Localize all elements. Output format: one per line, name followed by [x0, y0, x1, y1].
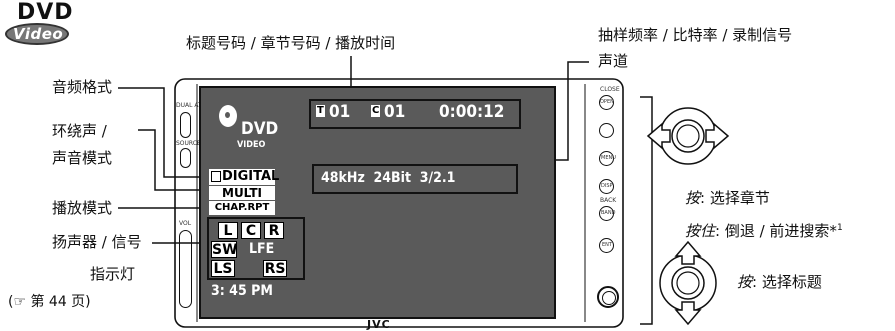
speaker-c: C — [241, 222, 261, 239]
menu-label: MENU — [601, 155, 616, 161]
logo-dvd-text: DVD — [17, 0, 74, 25]
label-play-mode: 播放模式 — [52, 199, 113, 217]
band-button[interactable] — [599, 206, 614, 221]
control-dial[interactable] — [597, 286, 619, 308]
clock: 3: 45 PM — [211, 283, 273, 299]
label-sampling: 抽样频率 / 比特率 / 录制信号 — [598, 26, 793, 44]
title-number: 01 — [329, 102, 351, 122]
volume-knob[interactable] — [179, 230, 192, 308]
leader-sampling — [551, 61, 589, 161]
chapter-tag: C — [371, 105, 381, 117]
logo-disc-oval — [5, 23, 69, 45]
title-tag: T — [316, 105, 325, 117]
dvd-video-logo: DVD Video — [5, 2, 73, 47]
hold-label: 按住 — [685, 222, 716, 240]
play-time: 0:00:12 — [439, 102, 505, 122]
close-label: CLOSE — [600, 86, 620, 93]
left-control-strip: DUAL ATT SOURCE VOL — [176, 102, 205, 322]
press-label-2: 按 — [737, 273, 753, 291]
press-chapter-text: : 选择章节 — [700, 189, 770, 207]
speaker-r: R — [264, 222, 284, 239]
footnote-marker: 1 — [836, 223, 843, 233]
disc-subtype: VIDEO — [237, 140, 266, 150]
dual-att-label: DUAL ATT — [176, 102, 206, 109]
chapter-number: 01 — [384, 102, 406, 122]
vol-label: VOL — [179, 220, 192, 227]
audio-format-text: DIGITAL — [222, 169, 280, 184]
leader-surround — [138, 129, 210, 191]
display-screen: DVD VIDEO T 01 C 01 0:00:12 DIGITAL MULT… — [199, 86, 556, 319]
speaker-lfe: LFE — [249, 241, 275, 257]
menu-button[interactable] — [599, 151, 614, 166]
right-bracket — [640, 96, 653, 325]
logo-video-text: Video — [13, 25, 64, 43]
att-button[interactable] — [180, 112, 191, 138]
dolby-digital-indicator: DIGITAL — [209, 169, 279, 185]
speaker-l: L — [218, 222, 238, 239]
label-surround: 环绕声 / — [52, 122, 107, 140]
speaker-ls: LS — [211, 260, 235, 277]
label-channels: 声道 — [598, 52, 629, 70]
label-speaker-signal: 扬声器 / 信号 — [52, 233, 142, 251]
disp-label: DISP — [601, 183, 613, 189]
dolby-icon — [211, 171, 221, 182]
surround-mode: MULTI — [209, 186, 275, 200]
source-button[interactable] — [180, 148, 191, 168]
speaker-sw: SW — [211, 241, 238, 258]
ent-label: ENT — [602, 242, 612, 248]
speaker-indicator-box — [207, 217, 305, 280]
disc-hole — [225, 112, 230, 118]
press-title-text: : 选择标题 — [752, 273, 822, 291]
press-label-1: 按 — [685, 189, 701, 207]
brand-logo: JVC — [367, 318, 391, 331]
speaker-rs: RS — [263, 260, 287, 277]
page-reference: (☞ 第 44 页) — [8, 294, 91, 310]
eject-button[interactable] — [599, 123, 614, 138]
label-indicator: 指示灯 — [90, 265, 136, 283]
band-label: BAND — [601, 210, 616, 216]
open-button[interactable] — [599, 95, 614, 110]
right-control-strip: CLOSE OPEN MENU DISP BACK BAND ENT — [592, 86, 622, 326]
ent-button[interactable] — [599, 238, 614, 253]
open-label: OPEN — [600, 99, 614, 105]
instruction-select-chapter: 按: 选择章节 — [685, 189, 770, 208]
label-audio-format: 音频格式 — [52, 78, 113, 96]
joystick-left-right-icon — [646, 107, 730, 165]
label-sound-mode: 声音模式 — [52, 149, 113, 167]
play-mode-value: CHAP.RPT — [209, 201, 275, 215]
instruction-select-title: 按: 选择标题 — [737, 273, 822, 292]
source-label: SOURCE — [176, 140, 201, 147]
instruction-search: 按住: 倒退 / 前进搜索*1 — [685, 219, 843, 241]
disc-type: DVD — [241, 119, 279, 139]
unit-frame — [174, 78, 624, 328]
signal-info: 48kHz 24Bit 3/2.1 — [321, 170, 456, 186]
joystick-up-down-icon — [659, 240, 717, 326]
leader-audio-format — [118, 87, 210, 178]
hold-action-text: : 倒退 / 前进搜索* — [715, 222, 837, 240]
title-chapter-time-box — [309, 99, 521, 129]
signal-info-box — [312, 164, 518, 194]
back-label: BACK — [600, 197, 617, 204]
disp-button[interactable] — [599, 179, 614, 194]
label-title-chapter-time: 标题号码 / 章节号码 / 播放时间 — [186, 34, 396, 52]
